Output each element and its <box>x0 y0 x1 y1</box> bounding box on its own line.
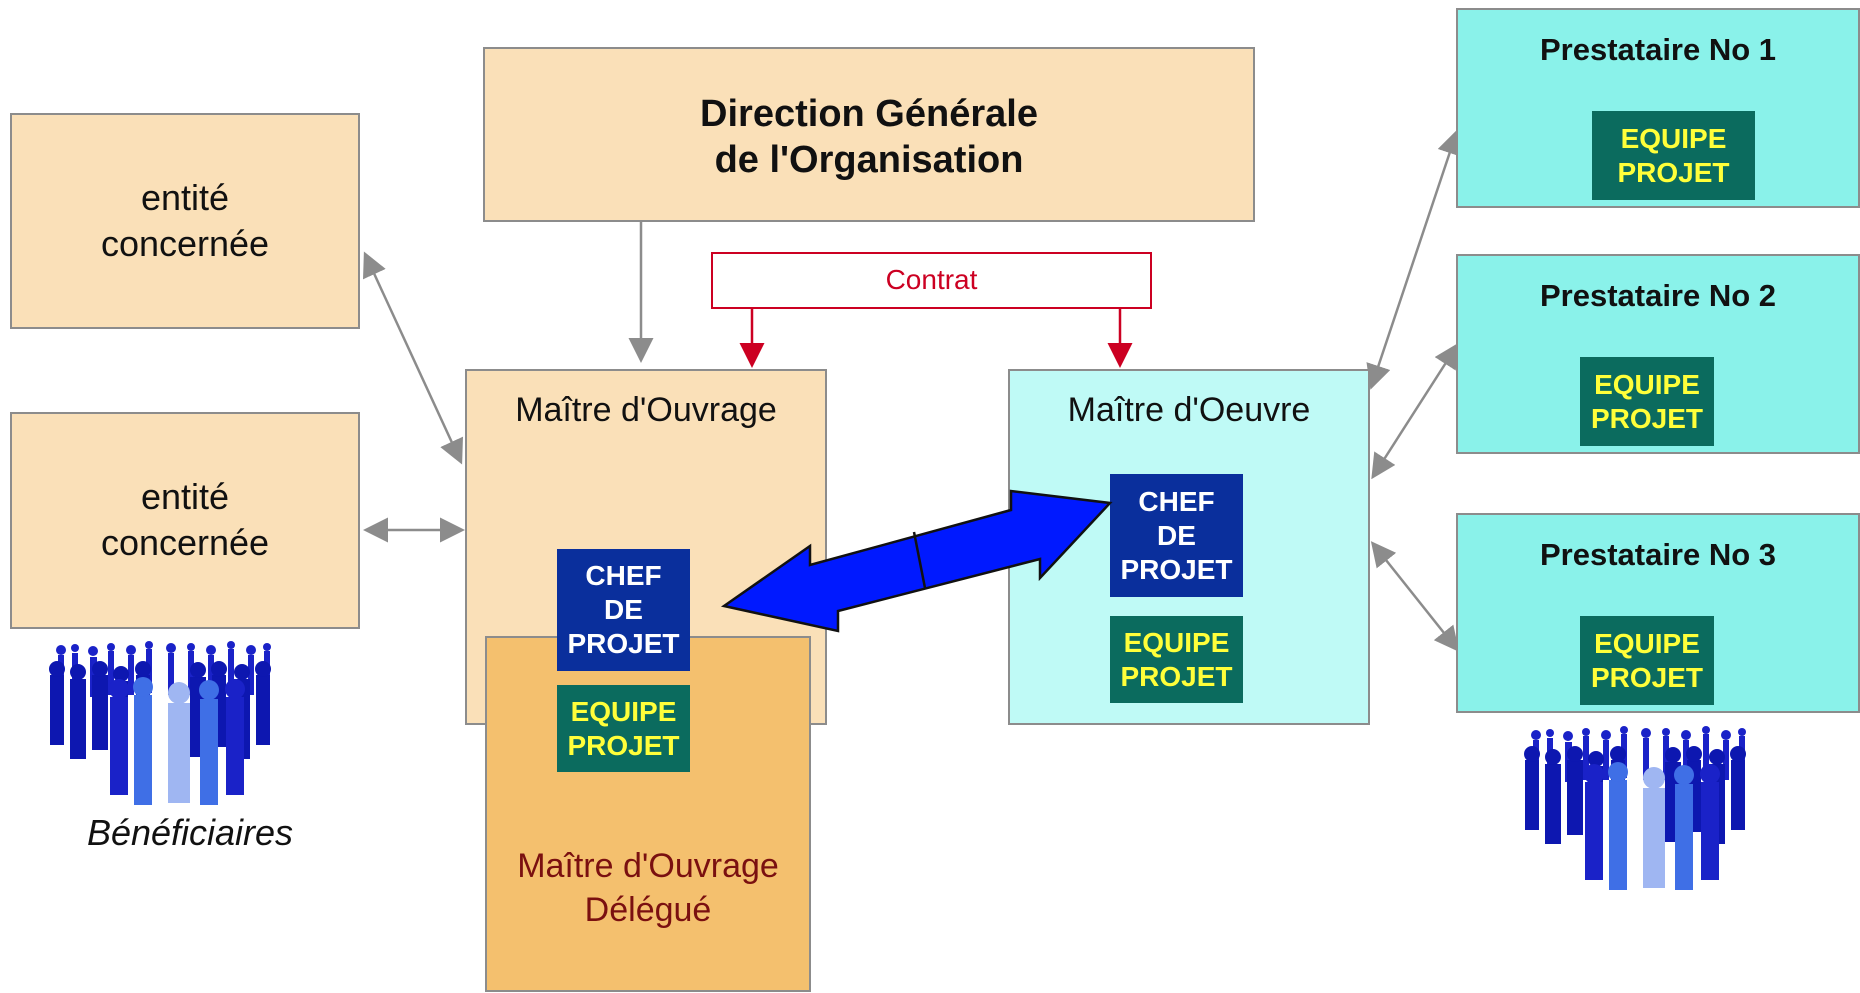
moa-title: Maître d'Ouvrage <box>515 391 777 429</box>
prestataire-3-title: Prestataire No 3 <box>1539 537 1777 572</box>
direction-box: Direction Générale de l'Organisation <box>483 47 1255 222</box>
entite-box-1: entité concernée <box>10 113 360 329</box>
entite1-line2: concernée <box>100 223 270 264</box>
direction-line2: de l'Organisation <box>714 139 1024 181</box>
moad-line1: Maître d'Ouvrage <box>517 847 779 885</box>
direction-line1: Direction Générale <box>700 93 1038 135</box>
moe-chef-de-projet: CHEF DE PROJET <box>1110 474 1243 597</box>
arrow-moe-prest3 <box>1370 541 1460 652</box>
entite-box-2: entité concernée <box>10 412 360 629</box>
big-double-arrow <box>720 489 1113 633</box>
moa-chef-de-projet: CHEF DE PROJET <box>557 549 690 671</box>
contrat-box: Contrat <box>711 252 1152 309</box>
moe-equipe-projet: EQUIPE PROJET <box>1110 616 1243 703</box>
entite2-line1: entité <box>140 476 230 517</box>
moa-equipe-projet: EQUIPE PROJET <box>557 685 690 772</box>
arrow-moe-prest2 <box>1371 342 1459 480</box>
beneficiaires-label: Bénéficiaires <box>86 812 294 853</box>
crowd-icon <box>49 641 271 805</box>
entite2-line2: concernée <box>100 522 270 563</box>
entite1-line1: entité <box>140 177 230 218</box>
arrow-entite1-moa <box>363 251 463 465</box>
moad-line2: Délégué <box>584 891 712 929</box>
moe-title: Maître d'Oeuvre <box>1067 391 1311 429</box>
prestataire-1-title: Prestataire No 1 <box>1539 32 1777 67</box>
prestataire-2-title: Prestataire No 2 <box>1539 278 1777 313</box>
crowd-icon <box>1524 726 1746 890</box>
